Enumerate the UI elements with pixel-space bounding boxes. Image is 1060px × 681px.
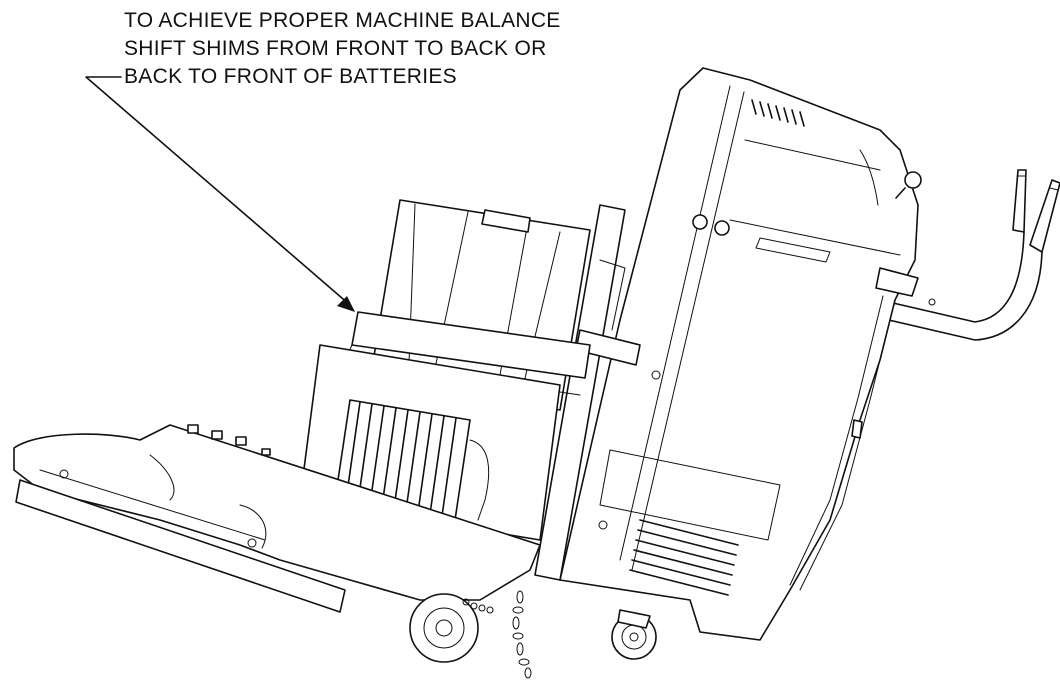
wheels: [409, 593, 657, 663]
note-line-1: TO ACHIEVE PROPER MACHINE BALANCE: [124, 9, 561, 32]
note-line-2: SHIFT SHIMS FROM FRONT TO BACK OR: [124, 37, 547, 60]
drag-chain: [462, 590, 532, 679]
leader-arrow: [85, 76, 355, 312]
rear-handle: [879, 169, 1060, 341]
top-vent: [751, 99, 805, 127]
deck-connectors: [187, 424, 271, 456]
note-line-3: BACK TO FRONT OF BATTERIES: [124, 65, 457, 88]
balance-instruction-note: TO ACHIEVE PROPER MACHINE BALANCE SHIFT …: [124, 9, 561, 88]
side-vent: [629, 519, 739, 596]
control-tower: [559, 67, 936, 641]
front-deck: [13, 424, 541, 613]
